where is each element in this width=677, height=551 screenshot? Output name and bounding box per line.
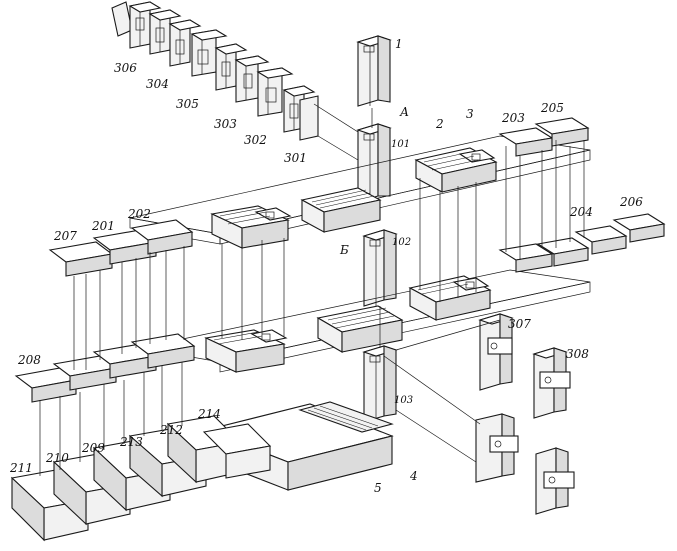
bracket-308 (532, 347, 575, 515)
label-3: 3 (466, 107, 474, 121)
label-5: 5 (374, 481, 382, 495)
label-214: 214 (198, 407, 221, 421)
middle-carriage-left (204, 329, 288, 373)
small-parts-cascade (111, 1, 319, 141)
label-2: 2 (436, 117, 444, 131)
label-1: 1 (395, 37, 403, 51)
label-207: 207 (54, 229, 77, 243)
label-303: 303 (214, 117, 237, 131)
label-201: 201 (92, 219, 115, 233)
upper-carriage-3 (414, 147, 498, 193)
middle-carriage-right (408, 275, 492, 321)
label-306: 306 (114, 61, 137, 75)
label-4: 4 (410, 469, 418, 483)
label-302: 302 (244, 133, 267, 147)
column-lower (362, 345, 398, 423)
upper-carriage-left (210, 205, 292, 249)
support-row-left (14, 219, 196, 403)
label-A: А (400, 105, 410, 119)
column-b (362, 229, 398, 307)
jaw-row-bottom (10, 415, 272, 542)
label-203: 203 (502, 111, 525, 125)
label-209: 209 (82, 441, 105, 455)
label-204: 204 (570, 205, 593, 219)
label-308: 308 (566, 347, 589, 361)
label-205: 205 (541, 101, 564, 115)
label-307: 307 (508, 317, 531, 331)
label-206: 206 (620, 195, 643, 209)
label-305: 305 (176, 97, 199, 111)
label-301: 301 (284, 151, 307, 165)
label-213: 213 (120, 435, 143, 449)
label-103: 103 (394, 395, 414, 406)
middle-carriage-center (316, 305, 404, 353)
support-row-right (498, 117, 666, 273)
label-202: 202 (128, 207, 151, 221)
upper-carriage-2 (300, 187, 382, 233)
projection-lines (39, 103, 585, 476)
label-304: 304 (146, 77, 169, 91)
column-block-a (356, 123, 392, 203)
label-102: 102 (392, 237, 412, 248)
label-210: 210 (46, 451, 69, 465)
label-208: 208 (18, 353, 41, 367)
label-212: 212 (160, 423, 183, 437)
label-101: 101 (391, 139, 411, 150)
column-1 (356, 35, 392, 107)
label-B: Б (340, 243, 349, 257)
label-211: 211 (10, 461, 33, 475)
bracket-307 (475, 313, 519, 483)
